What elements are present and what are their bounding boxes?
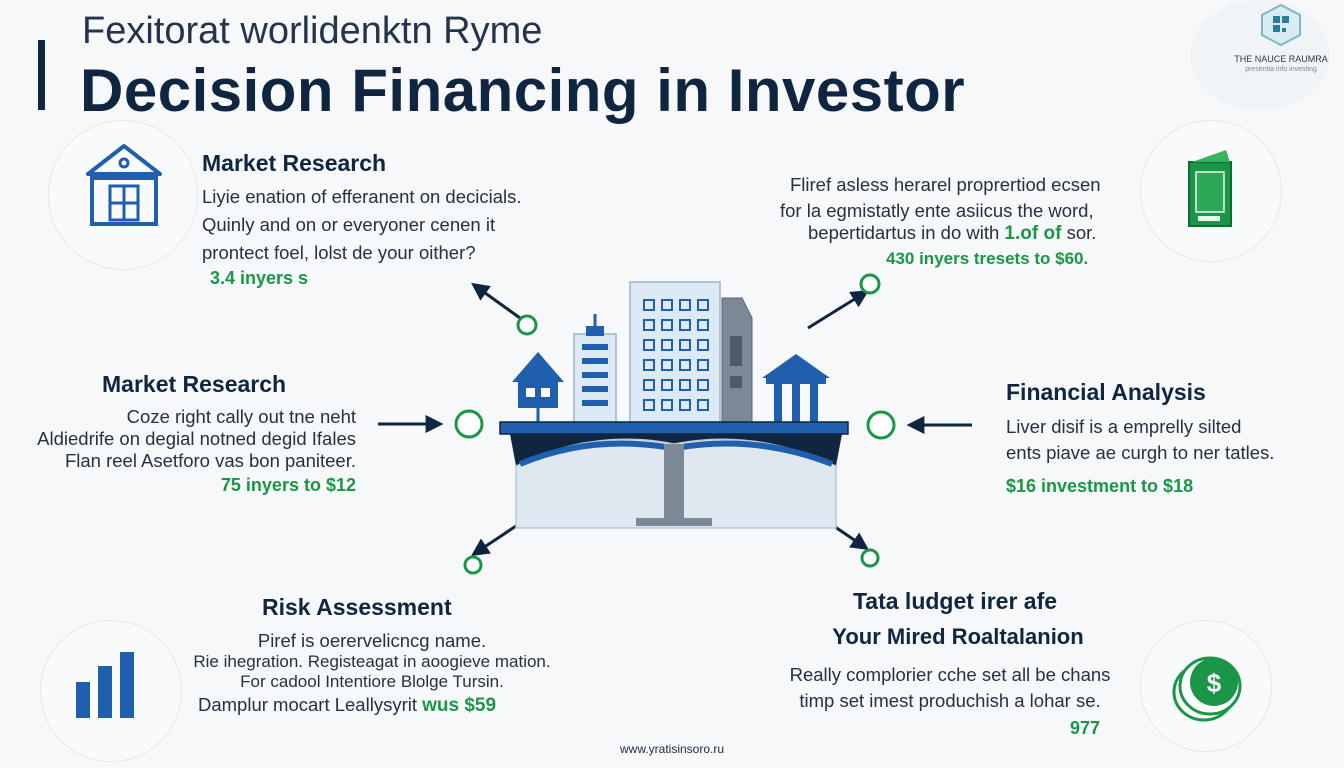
mid-right-line-1: Liver disif is a emprelly silted: [1006, 416, 1242, 437]
arrow-top-left: [471, 282, 521, 320]
bottom-left-line-2: Rie ihegration. Registeagat in aoogieve …: [193, 652, 551, 671]
mid-right-section-title: Financial Analysis: [1006, 379, 1206, 405]
bank-building-icon: [86, 144, 162, 226]
node-mid-right: [866, 410, 896, 440]
top-right-inline-highlight: 1.of of: [1004, 223, 1062, 244]
top-left-section-title: Market Research: [202, 150, 387, 176]
page-title: Decision Financing in Investor: [80, 57, 966, 124]
mid-right-stat: $16 investment to $18: [1006, 476, 1194, 496]
title-accent-bar: [38, 40, 45, 110]
node-top-left: [516, 314, 538, 336]
bg-ring-logo: [1190, 0, 1330, 110]
top-right-line-3-text: bepertidartus in do with: [808, 222, 1000, 243]
top-right-line-3-end: sor.: [1066, 222, 1097, 243]
bottom-left-section-title: Risk Assessment: [262, 594, 452, 620]
mid-left-section-title: Market Research: [102, 371, 287, 397]
mid-left-stat: 75 inyers to $12: [220, 475, 356, 495]
green-folder-icon: [1188, 150, 1232, 227]
arrow-top-right: [807, 290, 870, 330]
bottom-left-line-1: Piref is oerervelicncg name.: [257, 630, 487, 651]
top-left-line-1: Liyie enation of efferanent on decicials…: [202, 186, 522, 207]
brand-tagline: presentia info investing: [1245, 66, 1317, 73]
top-left-line-2: Quinly and on or everyoner cenen it: [202, 214, 496, 235]
mid-left-line-2: Aldiedrife on degial notned degid Ifales: [37, 428, 356, 449]
bottom-right-line-2: timp set imest produchish a lohar se.: [799, 690, 1101, 711]
bottom-left-stat: wus $59: [422, 695, 497, 716]
coin-stack-icon: $: [1172, 656, 1242, 722]
bottom-right-stat: 977: [1070, 718, 1101, 738]
arrow-bottom-left: [471, 520, 523, 556]
bar-chart-icon: [76, 652, 134, 718]
top-right-line-2: for la egmistatly ente asiicus the word,: [780, 200, 1094, 221]
top-left-line-3: prontect foel, lolst de your oither?: [202, 242, 476, 263]
mid-right-line-2: ents piave ae curgh to ner tatles.: [1006, 442, 1275, 463]
node-bottom-right: [860, 548, 880, 568]
node-mid-left: [454, 409, 484, 439]
top-left-stat: 3.4 inyers s: [210, 268, 309, 288]
page-supertitle: Fexitorat worlidenktn Ryme: [82, 10, 543, 52]
mid-left-line-3: Flan reel Asetforo vas bon paniteer.: [64, 450, 356, 471]
node-bottom-left: [463, 555, 483, 575]
top-right-line-3: bepertidartus in do with 1.of of sor.: [808, 222, 1096, 245]
bottom-right-line-1: Really complorier cche set all be chans: [789, 664, 1111, 685]
top-right-stat: 430 inyers tresets to $60.: [886, 249, 1089, 268]
mid-left-line-1: Coze right cally out tne neht: [126, 406, 356, 427]
top-right-line-1: Fliref asless herarel proprertiod ecsen: [790, 174, 1101, 195]
bottom-left-line-3: For cadool Intentiore Blolge Tursin.: [240, 672, 504, 691]
svg-text:$: $: [1207, 668, 1222, 698]
footer-url[interactable]: www.yratisinsoro.ru: [619, 742, 725, 756]
bottom-left-last-line: Damplur mocart Leallysyrit: [198, 694, 417, 715]
bottom-right-section-subtitle: Your Mired Roaltalanion: [832, 624, 1084, 649]
bottom-left-line-4: Damplur mocart Leallysyrit wus $59: [198, 694, 496, 717]
city-bridge-illustration: [499, 281, 849, 529]
node-top-right: [859, 273, 881, 295]
brand-name: THE NAUCE RAUMRA: [1234, 54, 1328, 64]
brand-logo-icon: [1260, 3, 1302, 47]
bottom-right-section-title: Tata ludget irer afe: [852, 588, 1058, 614]
